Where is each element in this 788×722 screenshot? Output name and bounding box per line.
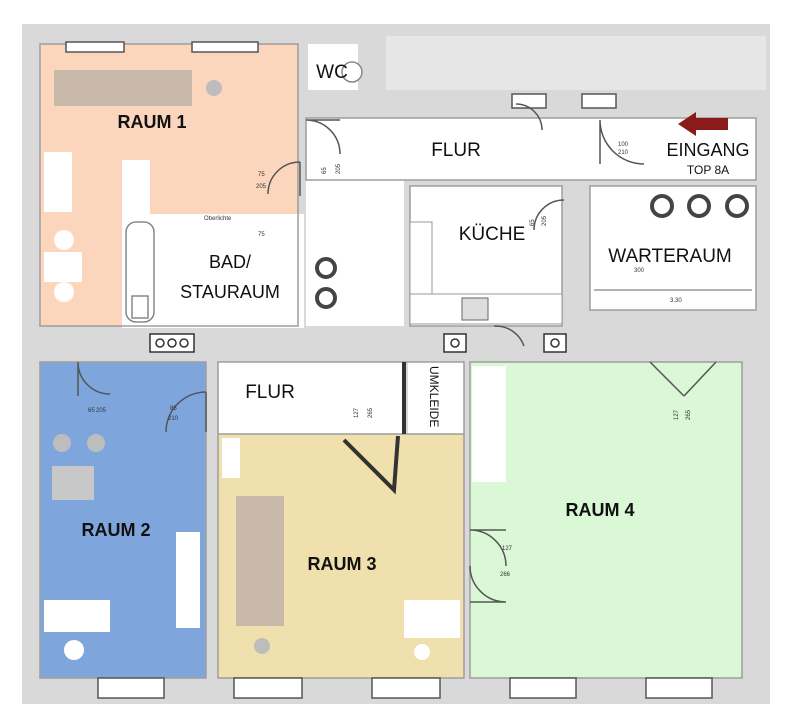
raum3-label: RAUM 3 [307,554,376,574]
furniture-side [222,438,240,478]
furniture-table [44,252,82,282]
window [97,677,165,699]
warteraum-chair [650,194,674,218]
dim: 265 [686,409,692,420]
kitchen-sink [461,297,489,321]
dim: 3.30 [670,298,682,304]
dim: 85 [170,406,177,412]
window [371,677,441,699]
raum2-label: RAUM 2 [81,520,150,540]
dim: 65 [88,408,95,414]
warteraum-chair [687,194,711,218]
dim: 205 [96,408,107,414]
window [645,677,713,699]
wc-fixture [341,61,363,83]
wc-label: WC [316,62,348,83]
dim: 65 [322,167,328,174]
window [509,677,577,699]
umkleide-area [408,362,464,434]
dim: Oberlichte [204,216,232,222]
furniture-table [52,466,94,500]
raum4-area [470,362,742,678]
dim: 127 [502,546,513,552]
furniture-shelf [472,366,506,482]
raum1-label: RAUM 1 [117,112,186,132]
dim: 127 [674,409,680,420]
dim: 210 [618,150,629,156]
wall-lines [39,43,757,679]
dim: 75 [258,172,265,178]
dim: 205 [542,215,548,226]
dim: 266 [500,572,511,578]
door-swings [77,103,717,603]
furniture-chair [87,434,105,452]
dim: 100 [618,142,629,148]
dim: 300 [634,268,645,274]
toilet [131,295,149,319]
vent-circle [315,287,337,309]
window [233,677,303,699]
dim: 75 [258,232,265,238]
furniture-desk [54,70,192,106]
umkleide-label: UMKLEIDE [427,366,441,427]
kitchen-side [409,221,433,295]
furniture-shelf [176,532,200,628]
kueche-label: KÜCHE [459,224,526,245]
furniture-shelf [44,152,72,212]
flur-vertical-area [306,118,404,326]
entrance-sublabel: TOP 8A [687,163,729,177]
furniture-chair [54,230,74,250]
window [511,93,547,109]
furniture-bench [44,600,110,632]
dim: 127 [354,407,360,418]
warteraum-label: WARTERAUM [608,246,732,267]
windows-top [65,41,617,109]
bad-label-line2: STAURAUM [180,282,280,302]
outlets [149,333,567,353]
dim: 205 [256,184,267,190]
entrance-label: EINGANG [666,140,749,160]
flur-mid-label: FLUR [245,382,295,403]
warteraum-chair [725,194,749,218]
furniture-round [64,640,84,660]
raum4-label: RAUM 4 [565,500,634,520]
dim: 205 [336,163,342,174]
umkleide-curtain [342,435,400,495]
dimension-labels: 100 210 75 205 Oberlichte 75 300 3.30 65… [88,142,682,578]
furniture-chair [53,434,71,452]
dim: 210 [168,416,179,422]
furniture-shelf [122,160,150,214]
top-light-strip [386,36,766,90]
furniture-desk [236,496,284,626]
furniture-table [404,600,460,638]
windows-bottom [97,677,713,699]
flur-top-label: FLUR [431,140,481,161]
furniture-round [254,638,270,654]
entrance-arrow [678,112,728,136]
furniture-round [414,644,430,660]
vent-circle [315,257,337,279]
furniture-round [206,80,222,96]
dim: 265 [368,407,374,418]
dim: 65 [530,219,536,226]
window [65,41,125,53]
furniture-chair [54,282,74,302]
flur-mid-area [218,362,402,434]
window [191,41,259,53]
bad-label-line1: BAD/ [209,252,251,272]
window [581,93,617,109]
dimension-labels-vertical: 65 205 65 205 127 265 127 265 [322,163,692,420]
